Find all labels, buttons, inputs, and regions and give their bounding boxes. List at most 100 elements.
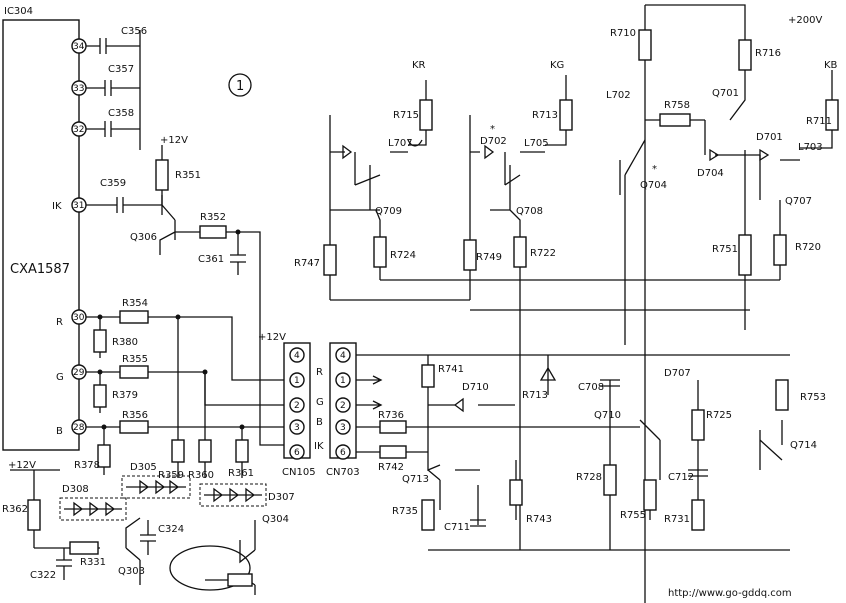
ic-pin-30: 30: [71, 309, 87, 325]
component-label-r725: R725: [706, 410, 732, 421]
svg-text:4: 4: [294, 351, 300, 361]
signal-g: G: [316, 397, 324, 408]
output-kb: KB: [824, 60, 838, 71]
svg-text:30: 30: [73, 313, 85, 323]
pin-label-g: G: [56, 372, 64, 383]
component-label-r361: R361: [228, 468, 254, 479]
svg-text:CN105: CN105: [282, 467, 316, 478]
component-label-r711: R711: [806, 116, 832, 127]
svg-text:1: 1: [294, 376, 300, 386]
component-label-d305: D305: [130, 462, 157, 473]
pin-label-b: B: [56, 426, 63, 437]
component-label-r735: R735: [392, 506, 418, 517]
cn703-pin-2-2: 2: [335, 397, 351, 413]
component-label-r755: R755: [620, 510, 646, 521]
label-12v-bottom: +12V: [8, 460, 36, 471]
component-label-d307: D307: [268, 492, 295, 503]
cn105-pin-3-3: 3: [289, 419, 305, 435]
component-label-c359: C359: [100, 178, 126, 189]
component-label-l707: L707: [388, 138, 413, 149]
diode-d305: [121, 475, 191, 499]
component-label-q709: Q709: [375, 206, 402, 217]
ic-pin-32: 32: [71, 121, 87, 137]
component-label-r359: R359: [158, 470, 184, 481]
signal-r: R: [316, 367, 323, 378]
lower-right-circuit: [421, 355, 790, 551]
label-12v-mid: +12V: [258, 332, 286, 343]
svg-text:2: 2: [294, 401, 300, 411]
ic-part: CXA1587: [10, 262, 70, 277]
svg-text:3: 3: [340, 423, 346, 433]
component-label-c322: C322: [30, 570, 56, 581]
cn105-pin-1-1: 1: [289, 372, 305, 388]
component-label-r741: R741: [438, 364, 464, 375]
svg-text:2: 2: [340, 401, 346, 411]
feedback-bus: [330, 279, 780, 311]
cn703-pin-1-1: 1: [335, 372, 351, 388]
blue-driver: [619, 4, 839, 603]
svg-text:32: 32: [73, 125, 84, 135]
component-label-r728: R728: [576, 472, 602, 483]
svg-text:4: 4: [340, 351, 346, 361]
component-label-r355: R355: [122, 354, 148, 365]
component-label-c324: C324: [158, 524, 184, 535]
ic304: IC304 CXA1587 34 33 32 31 30 29 28 IK R …: [2, 6, 87, 451]
svg-text:1: 1: [236, 79, 244, 94]
component-label-q713: Q713: [402, 474, 429, 485]
component-label-q707: Q707: [785, 196, 812, 207]
svg-text:29: 29: [73, 368, 85, 378]
svg-text:3: 3: [294, 423, 300, 433]
asterisk-q704: *: [652, 164, 657, 175]
ic-pin-29: 29: [71, 364, 87, 380]
svg-text:31: 31: [73, 201, 84, 211]
component-label-r758: R758: [664, 100, 690, 111]
component-label-q710: Q710: [594, 410, 621, 421]
component-label-r743: R743: [526, 514, 552, 525]
svg-text:28: 28: [73, 423, 85, 433]
svg-text:6: 6: [340, 448, 346, 458]
source-url: http://www.go-gddq.com: [668, 588, 792, 599]
component-label-r352: R352: [200, 212, 226, 223]
ic-left-wiring: [86, 30, 285, 478]
asterisk-d702: *: [490, 124, 495, 135]
component-label-d701: D701: [756, 132, 783, 143]
ic-ref: IC304: [4, 6, 33, 17]
component-label-c356: C356: [121, 26, 147, 37]
component-label-q708: Q708: [516, 206, 543, 217]
component-label-q306: Q306: [130, 232, 157, 243]
component-label-l703: L703: [798, 142, 823, 153]
pin-label-ik: IK: [52, 201, 62, 212]
component-label-r360: R360: [188, 470, 214, 481]
component-label-r710: R710: [610, 28, 636, 39]
ic-pin-31: 31: [71, 197, 87, 213]
component-label-c357: C357: [108, 64, 134, 75]
label-12v-top: +12V: [160, 135, 188, 146]
signal-ik: IK: [314, 441, 324, 452]
diode-d308: [59, 497, 127, 521]
component-label-r724: R724: [390, 250, 416, 261]
svg-text:34: 34: [73, 42, 85, 52]
component-label-r749: R749: [476, 252, 502, 263]
component-label-r380: R380: [112, 337, 138, 348]
output-kg: KG: [550, 60, 564, 71]
diode-d307: [199, 483, 267, 507]
svg-text:6: 6: [294, 448, 300, 458]
svg-text:CN703: CN703: [326, 467, 360, 478]
cn703-pin-6-4: 6: [335, 444, 351, 460]
cn105-pin-2-2: 2: [289, 397, 305, 413]
component-label-r713: R713: [532, 110, 558, 121]
component-label-q304: Q304: [262, 514, 289, 525]
component-label-d707: D707: [664, 368, 691, 379]
component-label-r716: R716: [755, 48, 781, 59]
component-label-r715: R715: [393, 110, 419, 121]
component-label-c708: C708: [578, 382, 604, 393]
component-label-l702: L702: [606, 90, 631, 101]
component-label-r354: R354: [122, 298, 148, 309]
component-label-r331: R331: [80, 557, 106, 568]
red-driver: [323, 80, 433, 300]
ic-pin-33: 33: [71, 80, 87, 96]
component-label-r753: R753: [800, 392, 826, 403]
component-label-q704: Q704: [640, 180, 667, 191]
component-label-l705: L705: [524, 138, 549, 149]
